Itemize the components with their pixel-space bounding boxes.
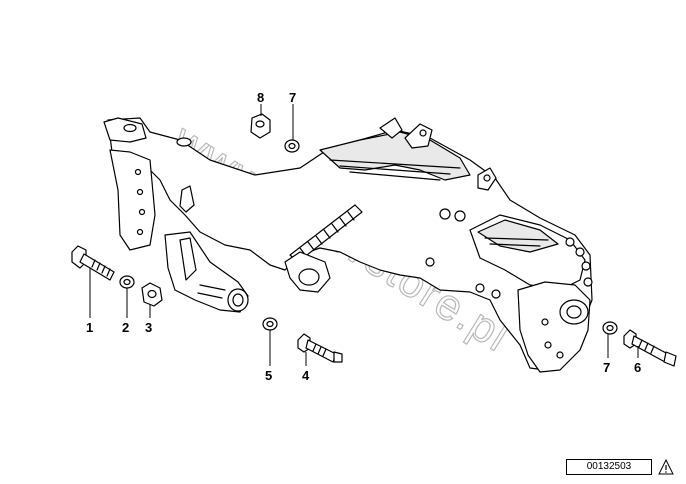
callout-7-upper: 7 xyxy=(289,90,296,105)
body-hole xyxy=(439,208,451,220)
bracket-hole xyxy=(134,168,142,176)
part-3-nut-hole xyxy=(147,289,157,299)
callouts: 8 7 1 2 3 5 4 7 6 xyxy=(86,90,641,383)
callout-7-lower: 7 xyxy=(603,360,610,375)
flange-bolt xyxy=(581,261,591,271)
hub-inner xyxy=(566,305,582,319)
part-2-washer-hole xyxy=(123,278,131,286)
flange-bolt xyxy=(575,247,585,257)
bracket-hole xyxy=(136,188,144,196)
loose-parts xyxy=(71,113,677,367)
swing-arm-drawing xyxy=(103,117,593,373)
callout-1: 1 xyxy=(86,320,93,335)
left-bracket xyxy=(109,149,156,251)
part-1-bolt xyxy=(71,245,115,281)
upper-tab-2 xyxy=(404,123,433,149)
tab-hole xyxy=(483,174,491,182)
bracket-hole xyxy=(136,228,144,236)
plate-hole xyxy=(541,318,549,326)
part-6-bolt xyxy=(623,329,677,367)
part-7-washer-lower-hole xyxy=(606,324,614,332)
callout-5: 5 xyxy=(265,368,272,383)
body-hole xyxy=(425,257,435,267)
clamp-plate xyxy=(179,237,197,281)
diagram-code: 00132503 xyxy=(566,459,652,475)
rod-end-hole xyxy=(298,268,320,286)
part-4-bolt xyxy=(297,333,343,363)
callout-2: 2 xyxy=(122,320,129,335)
leader-lines xyxy=(89,104,639,366)
callout-8: 8 xyxy=(257,90,264,105)
part-7-washer-upper-hole xyxy=(288,142,296,150)
small-clip xyxy=(179,185,195,213)
pivot-hole xyxy=(123,123,137,133)
plate-hole xyxy=(556,351,564,359)
tab-hole xyxy=(419,129,427,137)
part-8-nut-hole xyxy=(255,120,265,128)
upper-tab xyxy=(379,117,403,139)
flange-bolt xyxy=(583,277,593,287)
bushing-inner xyxy=(232,293,244,307)
warning-triangle-icon xyxy=(658,459,674,475)
callout-4: 4 xyxy=(302,368,310,383)
callout-3: 3 xyxy=(145,320,152,335)
body-hole xyxy=(475,283,485,293)
callout-6: 6 xyxy=(634,360,641,375)
bracket-hole xyxy=(138,208,146,216)
plate-hole xyxy=(544,341,552,349)
part-5-washer-hole xyxy=(266,320,274,328)
body-hole xyxy=(491,289,501,299)
body-hole xyxy=(454,210,466,222)
flange-bolt xyxy=(565,237,575,247)
pivot-hole-2 xyxy=(176,137,192,147)
